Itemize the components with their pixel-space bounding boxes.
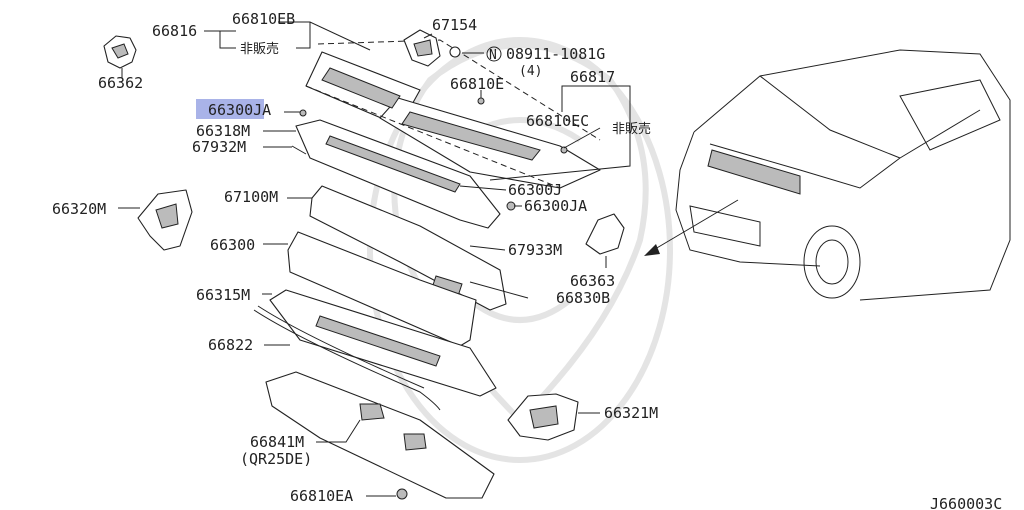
label-67154: 67154 [432,16,477,34]
pointer-arrow-line [649,199,739,253]
part-66841M-detail [359,403,427,451]
label-67933M: 67933M [508,241,562,259]
label-66300JA-mid: 66300JA [524,197,587,215]
part-66318M-slots [325,135,461,193]
label-67100M: 67100M [224,188,278,206]
label-66810EC: 66810EC [526,112,589,130]
label-66810EB: 66810EB [232,10,295,28]
label-qr25de: (QR25DE) [240,450,312,468]
part-66841M-lower-cowl [265,371,495,499]
part-66822-seal [253,309,441,411]
part-66362-detail [111,43,129,59]
label-66817: 66817 [570,68,615,86]
part-66822-seal-edge [257,305,425,389]
label-circle-n: N [489,48,497,63]
nut-08911 [449,46,461,58]
part-66315M-holes [315,315,441,367]
label-66315M: 66315M [196,286,250,304]
part-66321M-detail [529,405,559,429]
label-66810EA: 66810EA [290,487,353,505]
part-67932M-strip [291,145,307,155]
label-66841M: 66841M [250,433,304,451]
label-67932M: 67932M [192,138,246,156]
label-66816: 66816 [152,22,197,40]
part-66300-inner [287,231,477,347]
label-66363: 66363 [570,272,615,290]
label-66362: 66362 [98,74,143,92]
label-66318M: 66318M [196,122,250,140]
clip-66810E [477,97,485,105]
label-08911-1081G: 08911-1081G [506,45,605,63]
clip-66810EA [396,488,408,500]
clip-66300JA-top [299,109,307,117]
cowl-top-dash-outline [305,39,601,189]
diagram-code: J660003C [930,495,1002,510]
pointer-arrow-head [644,244,660,256]
circle-n-symbol [486,46,502,62]
label-66300: 66300 [210,236,255,254]
part-66363-bracket [585,213,625,255]
label-not-for-sale-2: 非販売 [612,121,651,137]
part-67100M-cowl [309,185,507,311]
label-not-for-sale-1: 非販売 [240,41,279,57]
label-66822: 66822 [208,336,253,354]
highlight-box [196,99,264,119]
label-66830B: 66830B [556,289,610,307]
clip-66810EC [560,146,568,154]
clip-66300JA-mid [506,201,516,211]
part-67154-detail [413,39,433,57]
leader-lines [118,21,631,497]
label-66320M: 66320M [52,200,106,218]
label-66300J: 66300J [508,181,562,199]
vehicle-outline [675,49,1011,301]
label-66810E: 66810E [450,75,504,93]
label-qty-4: (4) [519,64,542,79]
label-66300JA-top: 66300JA [208,101,271,119]
label-66321M: 66321M [604,404,658,422]
part-66320M-detail [155,203,179,229]
cowl-top-vents [321,67,541,161]
